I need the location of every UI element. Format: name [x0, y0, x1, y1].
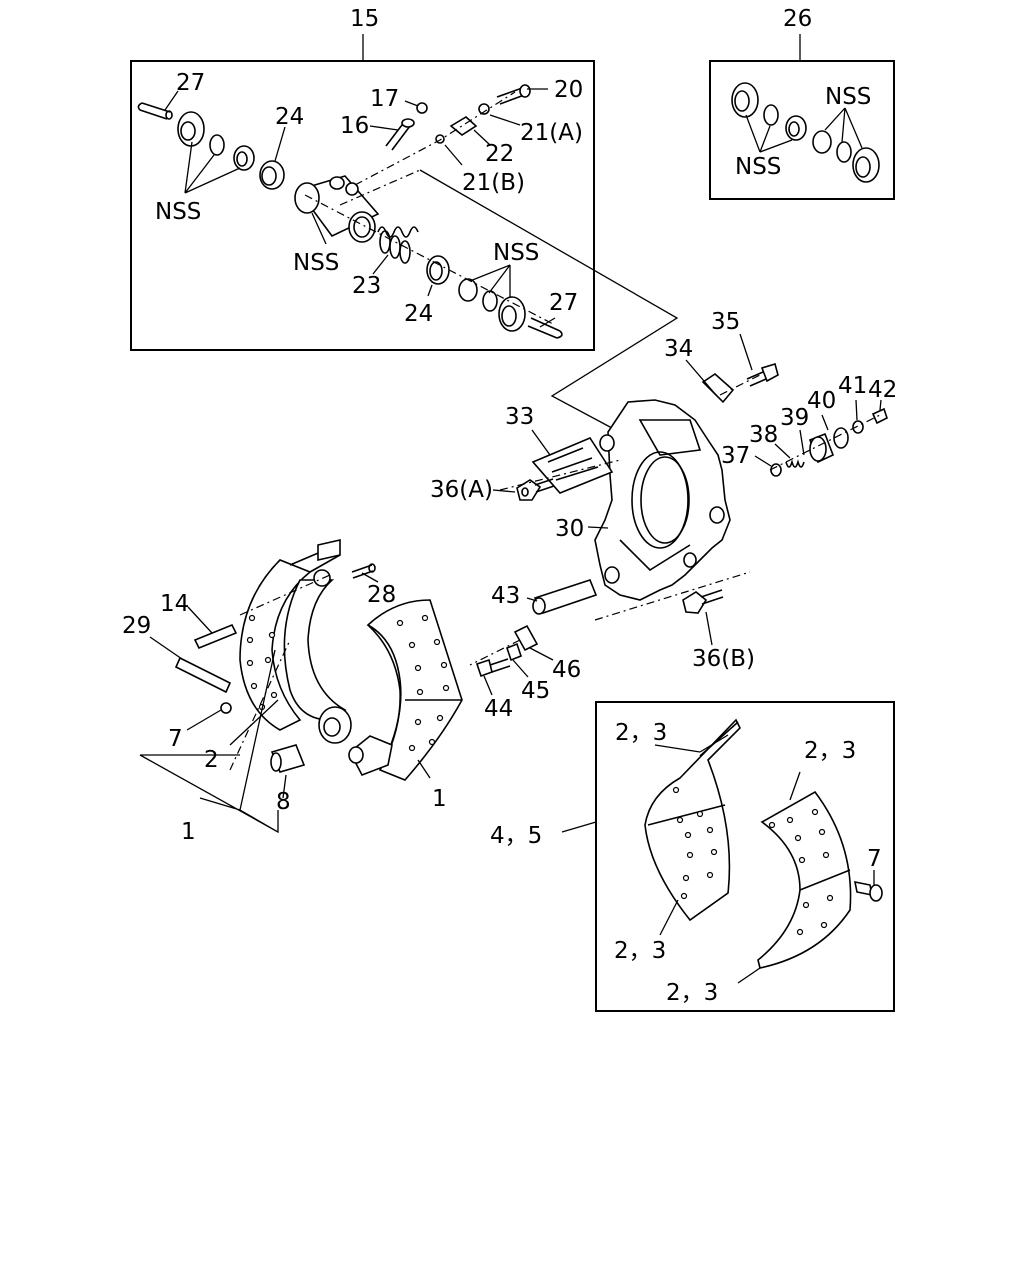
label-1-right: 1	[432, 786, 447, 812]
label-4-5: 4，5	[490, 823, 542, 849]
label-40: 40	[807, 388, 836, 414]
label-nss-2: NSS	[293, 250, 339, 276]
label-35: 35	[711, 309, 740, 335]
label-36b: 36(B)	[692, 646, 755, 672]
label-2-3-bottom-right: 2，3	[666, 980, 718, 1006]
label-37: 37	[721, 443, 750, 469]
label-27-upper: 27	[176, 70, 205, 96]
label-36a: 36(A)	[430, 477, 493, 503]
label-41: 41	[838, 373, 867, 399]
label-46: 46	[552, 657, 581, 683]
label-16: 16	[340, 113, 369, 139]
label-29: 29	[122, 613, 151, 639]
label-nss-4: NSS	[825, 84, 871, 110]
label-nss-1: NSS	[155, 199, 201, 225]
lining-kit-parts	[644, 718, 883, 969]
label-14: 14	[160, 591, 189, 617]
callout-labels: 15 26 27 24 17 16 20 21(A) 22 21(B) NSS …	[122, 6, 897, 1006]
label-nss-3: NSS	[493, 240, 539, 266]
label-2-3-top-left: 2，3	[615, 720, 667, 746]
label-1-left: 1	[181, 819, 196, 845]
lining-kit-group-box	[595, 701, 895, 1012]
label-2-3-top-right: 2，3	[804, 738, 856, 764]
backing-plate	[475, 362, 888, 678]
label-28: 28	[367, 582, 396, 608]
label-2-3-bottom-left: 2，3	[614, 938, 666, 964]
label-7-left: 7	[168, 726, 183, 752]
label-24-lower: 24	[404, 301, 433, 327]
label-20: 20	[554, 77, 583, 103]
repair-kit-parts	[731, 82, 880, 183]
label-21b: 21(B)	[462, 170, 525, 196]
label-15: 15	[350, 6, 379, 32]
label-38: 38	[749, 422, 778, 448]
wheel-cylinder-parts	[137, 84, 563, 339]
label-33: 33	[505, 404, 534, 430]
leader-lines	[139, 88, 882, 984]
label-nss-5: NSS	[735, 154, 781, 180]
label-21a: 21(A)	[520, 120, 583, 146]
repair-kit-group-box	[709, 60, 895, 200]
label-42: 42	[868, 377, 897, 403]
label-2: 2	[204, 747, 219, 773]
label-34: 34	[664, 336, 693, 362]
brake-shoe-assembly	[174, 538, 521, 781]
label-7-right: 7	[867, 846, 882, 872]
label-24-upper: 24	[275, 104, 304, 130]
label-39: 39	[780, 405, 809, 431]
label-23: 23	[352, 273, 381, 299]
label-8: 8	[276, 789, 291, 815]
label-17: 17	[370, 86, 399, 112]
label-44: 44	[484, 696, 513, 722]
label-22: 22	[485, 141, 514, 167]
label-45: 45	[521, 678, 550, 704]
label-30: 30	[555, 516, 584, 542]
label-26: 26	[783, 6, 812, 32]
label-27-lower: 27	[549, 290, 578, 316]
label-43: 43	[491, 583, 520, 609]
